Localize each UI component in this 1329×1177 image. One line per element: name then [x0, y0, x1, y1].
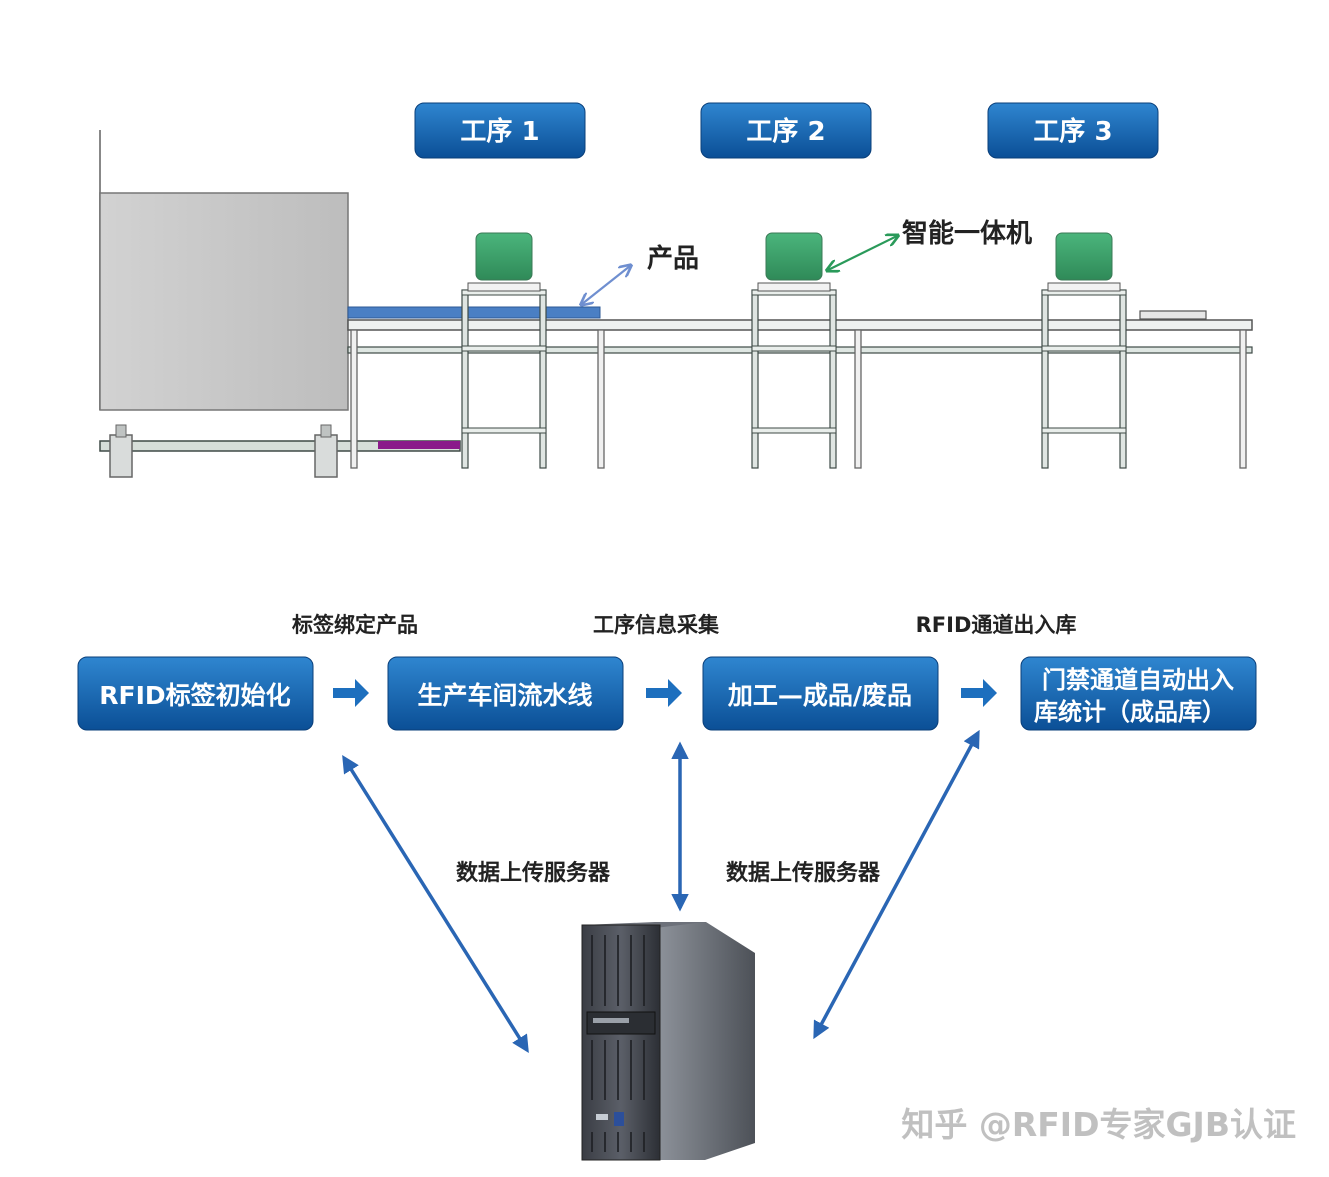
step-label-gate-line1: 门禁通道自动出入: [1042, 666, 1234, 694]
table-legs: [350, 329, 1247, 469]
terminal-pointer-arrow: [828, 236, 897, 270]
terminal-label: 智能一体机: [902, 218, 1032, 249]
upload-label-left: 数据上传服务器: [456, 860, 611, 886]
workstation-1: [461, 232, 547, 469]
conveyor-table-top: [347, 319, 1253, 331]
upload-arrow-right: [813, 729, 980, 1040]
right-arrow-icon: [646, 679, 682, 707]
step-box-gate-channel: 门禁通道自动出入 库统计（成品库）: [1020, 656, 1257, 731]
machine-foot-right: [314, 424, 338, 478]
smart-terminal-icon: [475, 232, 533, 281]
step-label-assembly-line: 生产车间流水线: [417, 681, 592, 710]
caption-rfid-channel: RFID通道出入库: [916, 613, 1077, 637]
flow-section: 标签绑定产品 工序信息采集 RFID通道出入库 RFID标签初始化 生产车间流水…: [77, 613, 1257, 1161]
product-label: 产品: [647, 244, 699, 274]
production-line-illustration: 产品 智能一体机: [99, 130, 1253, 478]
process-badges: 工序 1 工序 2 工序 3: [414, 102, 1159, 159]
workstation-2: [751, 232, 837, 469]
step-box-tag-init: RFID标签初始化: [77, 656, 314, 731]
workstation-3: [1041, 232, 1127, 469]
process-badge-3: 工序 3: [987, 102, 1159, 159]
process-badge-label-2: 工序 2: [746, 116, 825, 147]
product-pointer-arrow: [582, 266, 630, 304]
step-box-processing: 加工—成品/废品: [702, 656, 939, 731]
upload-arrow-left: [342, 755, 529, 1053]
process-badge-1: 工序 1: [414, 102, 586, 159]
step-box-assembly-line: 生产车间流水线: [387, 656, 624, 731]
purple-link-bar: [378, 441, 460, 449]
smart-terminal-icon: [1055, 232, 1113, 281]
machine-foot-left: [109, 424, 133, 478]
step-label-gate-line2: 库统计（成品库）: [1034, 698, 1226, 726]
finished-item-tray: [1139, 310, 1207, 320]
step-label-tag-init: RFID标签初始化: [99, 681, 290, 710]
caption-process-collection: 工序信息采集: [593, 613, 720, 637]
process-badge-2: 工序 2: [700, 102, 872, 159]
right-arrow-icon: [961, 679, 997, 707]
machine-block: [99, 192, 349, 411]
product-tray: [347, 306, 601, 319]
process-badge-label-3: 工序 3: [1033, 116, 1112, 147]
caption-tag-binding: 标签绑定产品: [292, 613, 418, 637]
step-label-processing: 加工—成品/废品: [727, 681, 912, 710]
server-tower-icon: [581, 922, 755, 1161]
right-arrow-icon: [333, 679, 369, 707]
upload-label-right: 数据上传服务器: [726, 860, 881, 886]
smart-terminal-icon: [765, 232, 823, 281]
watermark-text: 知乎 @RFID专家GJB认证: [901, 1105, 1296, 1144]
process-badge-label-1: 工序 1: [460, 116, 539, 147]
